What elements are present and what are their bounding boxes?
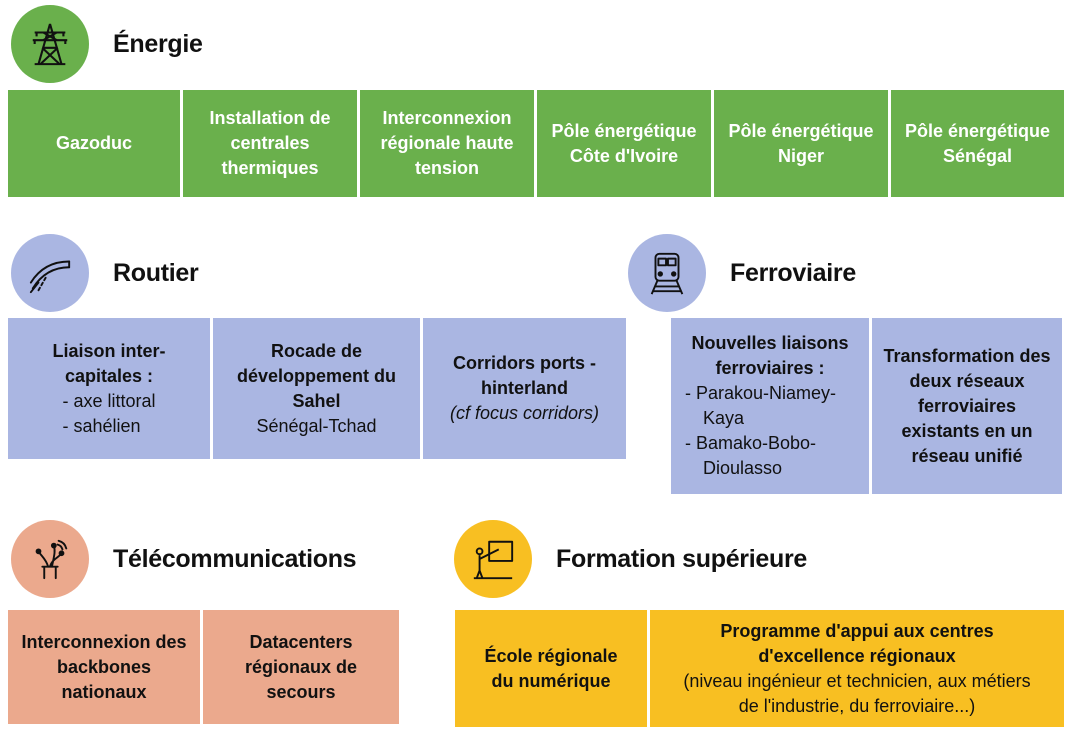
- energie-cell-gazoduc: Gazoduc: [8, 90, 180, 197]
- ferroviaire-cell-liaisons: Nouvelles liaisons ferroviaires : - Para…: [671, 318, 869, 494]
- telecom-icon-circle: [11, 520, 89, 598]
- formation-cell-ecole: École régionale du numérique: [455, 610, 647, 727]
- energie-cell-pole-niger: Pôle énergétique Niger: [714, 90, 888, 197]
- formation-icon-circle: [454, 520, 532, 598]
- routier-title: Routier: [113, 258, 199, 287]
- energie-cell-pole-senegal: Pôle énergétique Sénégal: [891, 90, 1064, 197]
- energie-header: Énergie: [11, 5, 203, 83]
- telecom-header: Télécommunications: [11, 520, 357, 598]
- formation-title: Formation supérieure: [556, 544, 807, 573]
- formation-cell-programme: Programme d'appui aux centres d'excellen…: [650, 610, 1064, 727]
- routier-cell-rocade: Rocade de développement du Sahel Sénégal…: [213, 318, 420, 459]
- routier-cell-liaison: Liaison inter-capitales : - axe littoral…: [8, 318, 210, 459]
- power-pylon-icon: [32, 23, 68, 66]
- ferroviaire-header: Ferroviaire: [628, 234, 856, 312]
- energie-cell-pole-ci: Pôle énergétique Côte d'Ivoire: [537, 90, 711, 197]
- energie-cell-centrales: Installation de centrales thermiques: [183, 90, 357, 197]
- ferroviaire-icon-circle: [628, 234, 706, 312]
- train-icon: [650, 252, 684, 295]
- telecom-title: Télécommunications: [113, 544, 357, 573]
- list-item: - Bamako-Bobo-Dioulasso: [685, 433, 817, 478]
- energie-row: Gazoduc Installation de centrales thermi…: [8, 90, 1064, 197]
- formation-row: École régionale du numérique Programme d…: [455, 610, 1064, 727]
- ferroviaire-row: Nouvelles liaisons ferroviaires : - Para…: [671, 318, 1062, 494]
- routier-liaison-list: - axe littoral - sahélien: [62, 389, 155, 439]
- list-item: - Parakou-Niamey-Kaya: [685, 383, 837, 428]
- ferroviaire-liaisons-list: - Parakou-Niamey-Kaya - Bamako-Bobo-Diou…: [685, 381, 855, 481]
- list-item: - axe littoral: [62, 390, 156, 411]
- routier-icon-circle: [11, 234, 89, 312]
- telecom-cell-datacenters: Datacenters régionaux de secours: [203, 610, 399, 724]
- routier-cell-corridors: Corridors ports - hinterland (cf focus c…: [423, 318, 626, 459]
- formation-header: Formation supérieure: [454, 520, 807, 598]
- fiber-optic-icon: [35, 539, 68, 580]
- road-bridge-icon: [29, 260, 71, 294]
- teacher-board-icon: [473, 540, 514, 580]
- energie-icon-circle: [11, 5, 89, 83]
- routier-header: Routier: [11, 234, 199, 312]
- energie-title: Énergie: [113, 29, 203, 58]
- ferroviaire-title: Ferroviaire: [730, 258, 856, 287]
- telecom-cell-backbones: Interconnexion des backbones nationaux: [8, 610, 200, 724]
- energie-cell-interconnexion: Interconnexion régionale haute tension: [360, 90, 534, 197]
- ferroviaire-cell-transformation: Transformation des deux réseaux ferrovia…: [872, 318, 1062, 494]
- routier-row: Liaison inter-capitales : - axe littoral…: [8, 318, 626, 459]
- telecom-row: Interconnexion des backbones nationaux D…: [8, 610, 399, 724]
- list-item: - sahélien: [62, 415, 141, 436]
